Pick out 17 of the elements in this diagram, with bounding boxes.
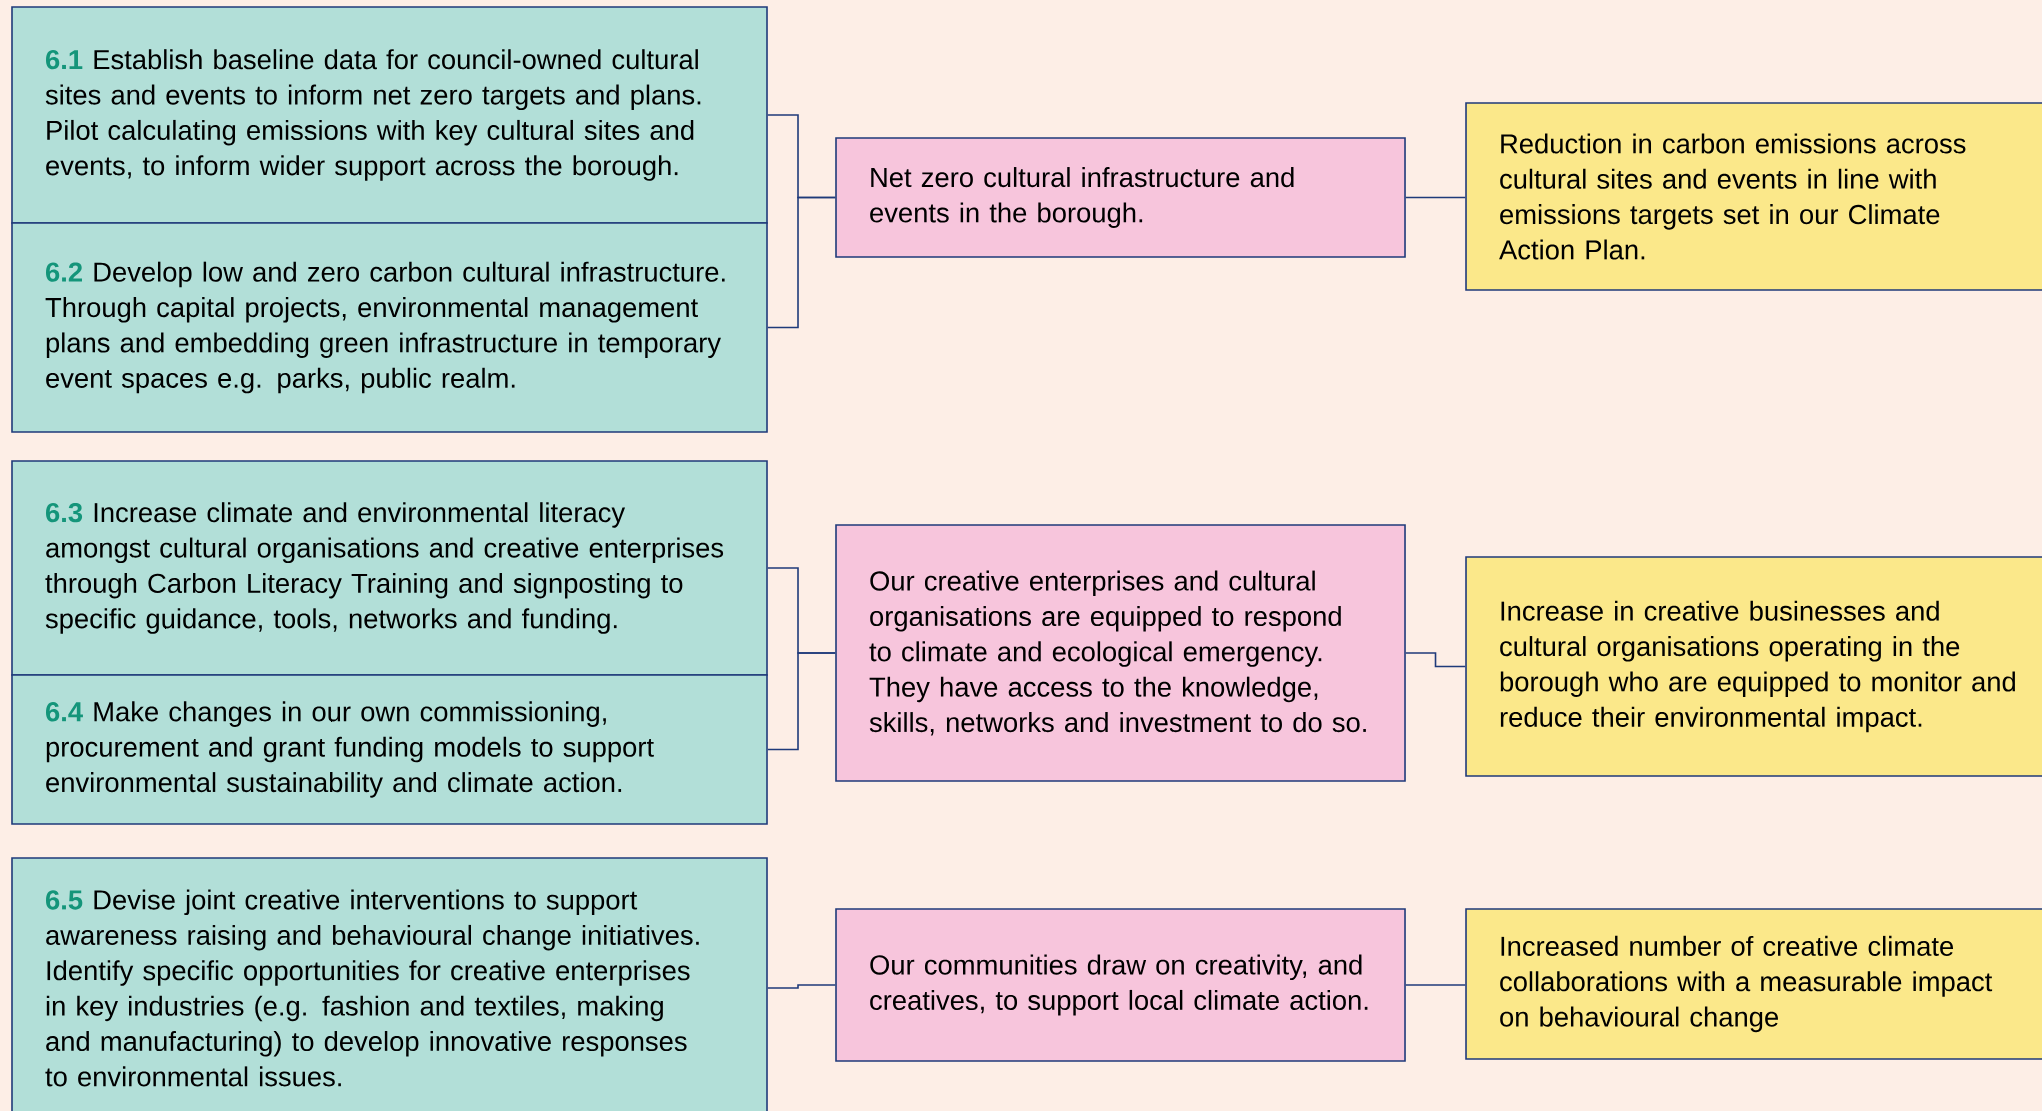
action-box: 6.4 Make changes in our own commissioning, procurement and grant funding models to support environmental sustainability and climate action. — [11, 674, 768, 825]
action-box: 6.2 Develop low and zero carbon cultural infrastructure. Through capital projects, environmental management plans and embedding green infrastructure in temporary event spaces e.g. parks, public realm. — [11, 222, 768, 433]
action-box: 6.3 Increase climate and environmental literacy amongst cultural organisations and creative enterprises through Carbon Literacy Training and signposting to specific guidance, tools, networks and funding. — [11, 460, 768, 676]
outcome-box: Net zero cultural infrastructure and events in the borough. — [835, 137, 1406, 258]
impact-box: Increase in creative businesses and cultural organisations operating in the borough who are equipped to monitor and reduce their environmental impact. — [1465, 556, 2042, 777]
impact-box: Increased number of creative climate collaborations with a measurable impact on behavioural change — [1465, 908, 2042, 1060]
connector-line — [1405, 196, 1466, 199]
connector-line — [767, 652, 836, 751]
connector-line — [1405, 984, 1466, 986]
connector-line — [767, 196, 836, 329]
impact-box: Reduction in carbon emissions across cultural sites and events in line with emissions targets set in our Climate Action Plan. — [1465, 102, 2042, 291]
connector-line — [1405, 652, 1466, 668]
outcome-box: Our communities draw on creativity, and creatives, to support local climate action. — [835, 908, 1406, 1062]
action-box: 6.1 Establish baseline data for council-owned cultural sites and events to inform net zero targets and plans. Pilot calculating emissions with key cultural sites and events, to inform wider support across the borough. — [11, 6, 768, 224]
action-box: 6.5 Devise joint creative interventions to support awareness raising and behavioural change initiatives. Identify specific opportunities for creative enterprises in key industries (e.g. fashion and textiles, making and manufacturing) to develop innovative responses to environmental issues. — [11, 857, 768, 1111]
connector-line — [767, 984, 836, 989]
outcome-box: Our creative enterprises and cultural organisations are equipped to respond to climate and ecological emergency. They have access to the knowledge, skills, networks and investment to do so. — [835, 524, 1406, 782]
